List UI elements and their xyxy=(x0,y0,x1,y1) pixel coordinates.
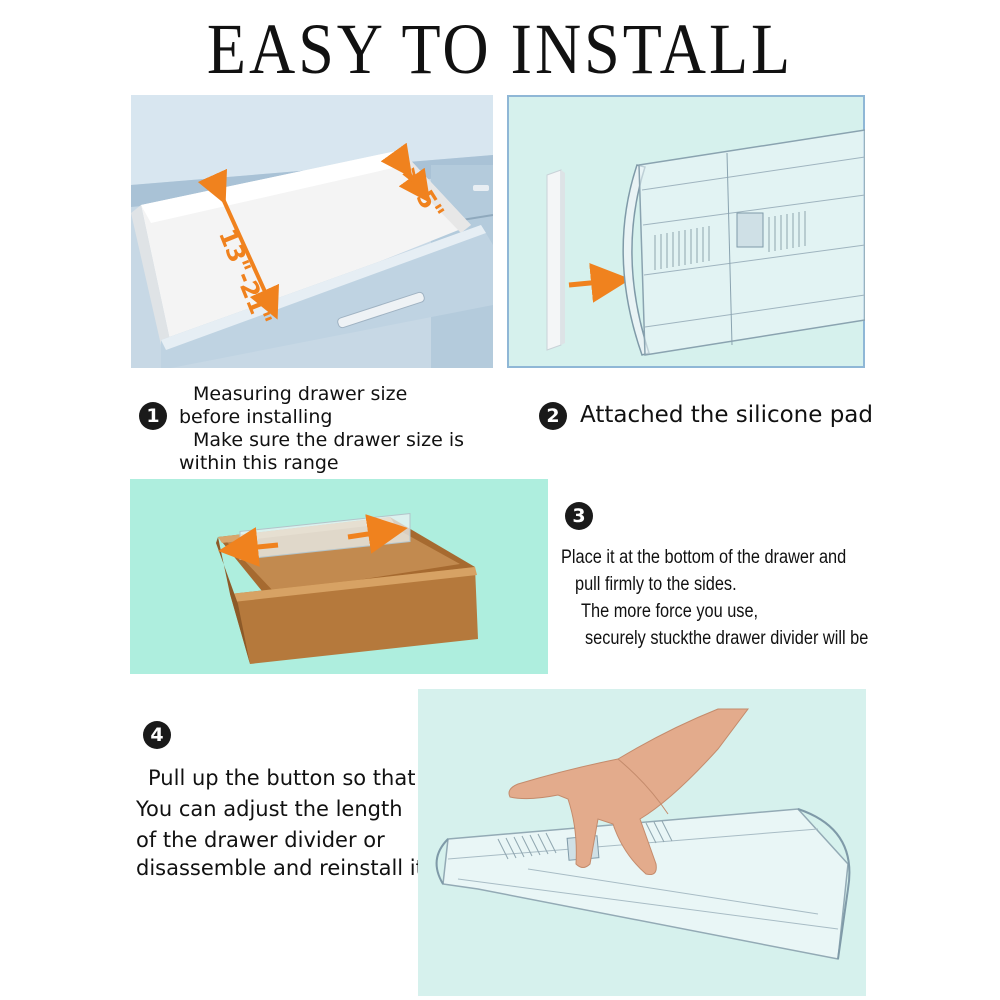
step-4-line-4: disassemble and reinstall it xyxy=(136,856,424,880)
step-1-line-3: Make sure the drawer size is xyxy=(193,429,465,451)
adjust-divider-image xyxy=(418,689,866,996)
step-1-line-4: within this range xyxy=(179,452,339,474)
step-2-badge: 2 xyxy=(539,402,567,430)
step-3-line-3: The more force you use, xyxy=(581,601,759,622)
step-3-line-1: Place it at the bottom of the drawer and xyxy=(561,547,847,568)
step-4-badge: 4 xyxy=(143,721,171,749)
step-3-line-2: pull firmly to the sides. xyxy=(575,574,737,595)
step-2-text: Attached the silicone pad xyxy=(580,402,874,428)
silicone-pad-image xyxy=(507,95,865,368)
step-3-line-4: securely stuckthe drawer divider will be xyxy=(585,628,869,649)
step-4-line-1: Pull up the button so that xyxy=(148,766,416,790)
step-4-line-3: of the drawer divider or xyxy=(136,828,385,852)
drawer-measure-image: 13"-21" > 5" xyxy=(131,95,493,368)
step-1-line-1: Measuring drawer size xyxy=(193,383,408,405)
page-title: EASY TO INSTALL xyxy=(206,9,794,89)
step-1-badge: 1 xyxy=(139,402,167,430)
wooden-drawer-image xyxy=(130,479,548,674)
step-4-line-2: You can adjust the length xyxy=(136,797,403,821)
step-3-badge: 3 xyxy=(565,502,593,530)
step-1-line-2: before installing xyxy=(179,406,333,428)
